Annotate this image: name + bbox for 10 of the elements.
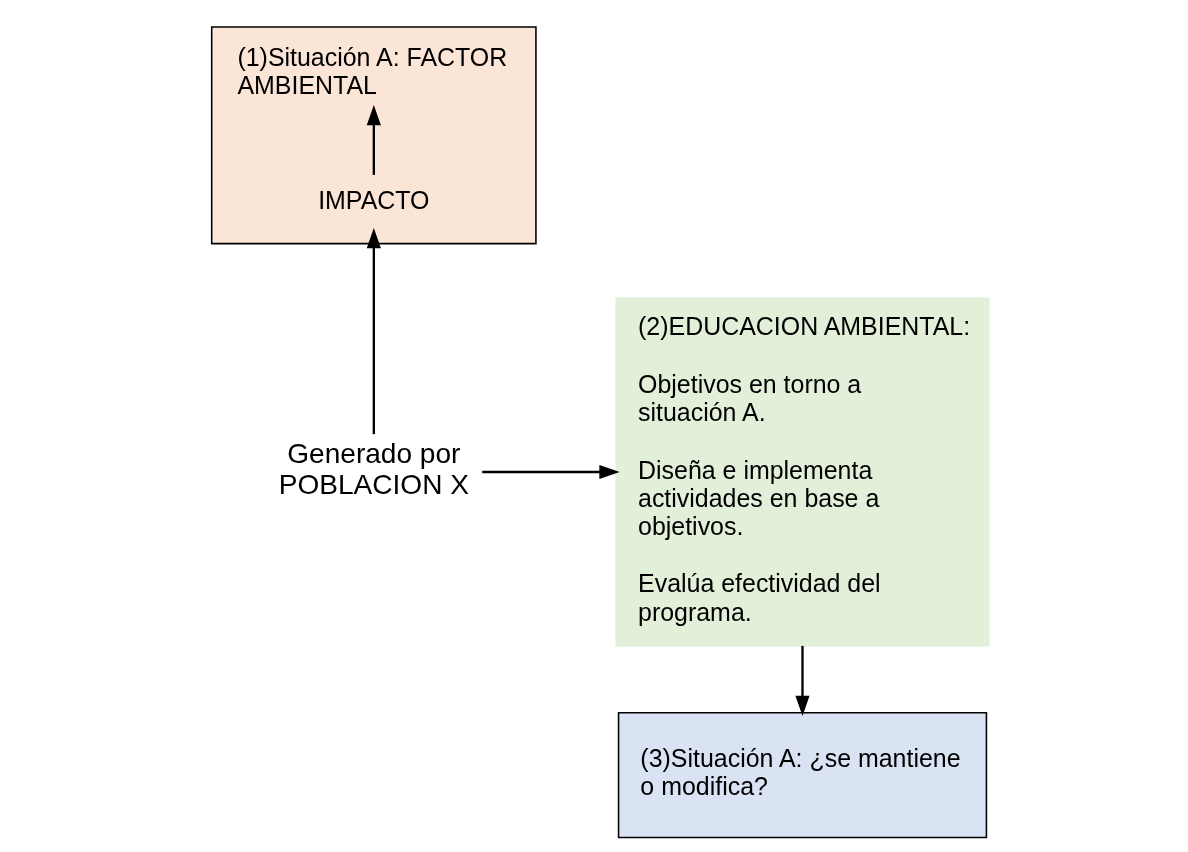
node-text: (1)Situación A: FACTOR AMBIENTAL bbox=[237, 42, 508, 99]
arrow bbox=[366, 228, 381, 435]
node-text: IMPACTO bbox=[318, 186, 430, 215]
cluster bbox=[210, 26, 537, 245]
node-box: (3)Situación A: ¿se mantiene o modifica? bbox=[617, 712, 988, 839]
arrow bbox=[482, 464, 620, 480]
arrow bbox=[366, 104, 381, 175]
arrow bbox=[795, 645, 810, 717]
node-box: (2)EDUCACION AMBIENTAL: Objetivos en torno a situación A. Diseña e implementa actividades en base a objetivos. Evalúa efectividad del programa. bbox=[615, 297, 990, 647]
node-text: Generado por POBLACION X bbox=[278, 438, 469, 501]
